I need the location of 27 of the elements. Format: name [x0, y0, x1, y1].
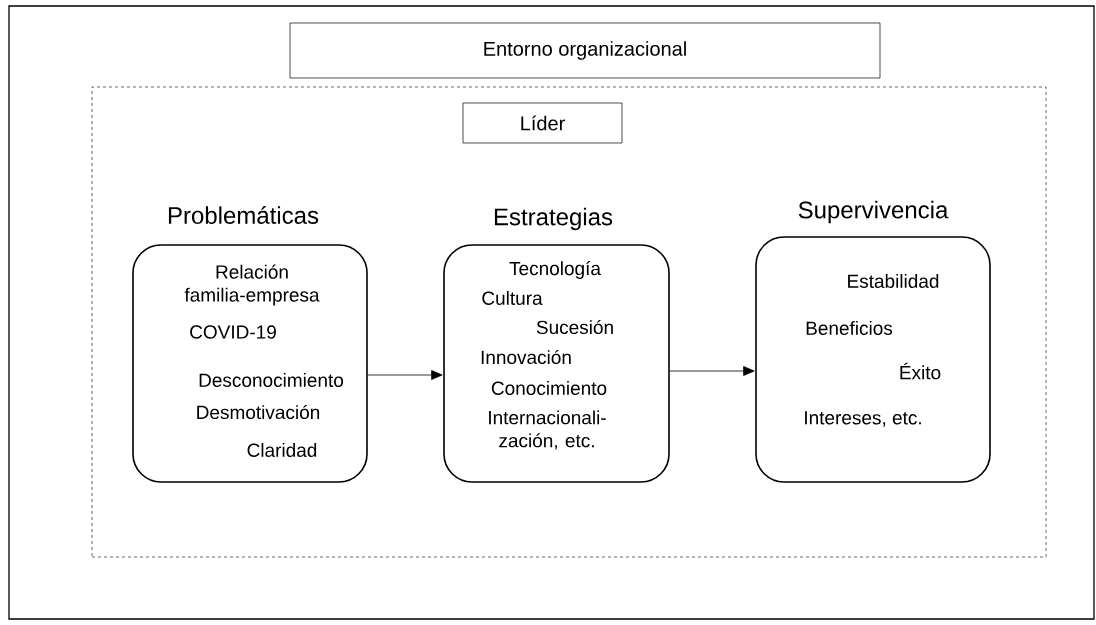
- heading: Problemáticas: [168, 206, 319, 224]
- list-item: Éxito: [900, 362, 941, 380]
- list-item: Conocimiento: [491, 381, 607, 395]
- list-item: Cultura: [482, 291, 543, 305]
- rounded-box: [132, 206, 368, 483]
- list-item: COVID-19: [190, 325, 276, 339]
- list-item: Internacionali- zación, etc.: [489, 410, 606, 450]
- rounded-box: [755, 200, 991, 483]
- rounded-box: [443, 207, 670, 483]
- list-item: Innovación: [481, 349, 571, 365]
- dashed-region: [91, 86, 1047, 558]
- arrow: [669, 366, 755, 376]
- list-item: Desconocimiento: [199, 373, 344, 387]
- heading: Estrategias: [494, 207, 613, 231]
- list-item: Intereses, etc.: [805, 411, 921, 427]
- list-item: Sucesión: [536, 319, 613, 335]
- title-box: Entorno organizacional: [289, 22, 881, 79]
- list-item: Tecnología: [509, 261, 601, 279]
- list-item: Beneficios: [806, 321, 893, 335]
- list-item: Claridad: [247, 443, 317, 457]
- heading: Supervivencia: [798, 200, 949, 224]
- outer-frame: [8, 5, 1095, 620]
- list-item: Relación familia-empresa: [184, 264, 320, 306]
- label-box: Líder: [462, 102, 623, 144]
- list-item: Estabilidad: [848, 274, 939, 288]
- list-item: Desmotivación: [197, 404, 320, 420]
- arrow: [367, 370, 443, 380]
